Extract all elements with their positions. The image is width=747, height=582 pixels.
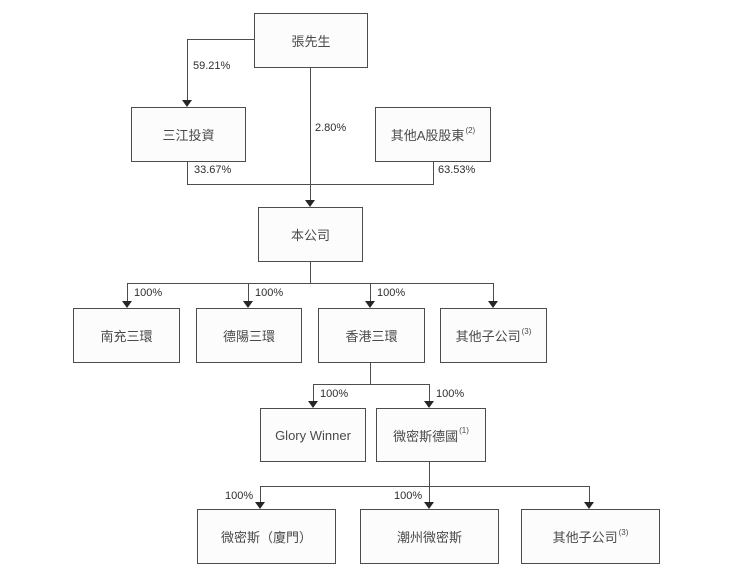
connector-line — [429, 461, 430, 487]
node-sanjiang-investment-label: 三江投資 — [162, 128, 215, 143]
connector-line — [260, 486, 261, 504]
arrow-down-icon — [243, 301, 253, 308]
connector-line — [370, 362, 371, 385]
node-hongkong-sanhuan-label: 香港三環 — [345, 329, 398, 344]
node-chaozhou-weimisi-label: 潮州微密斯 — [396, 530, 462, 545]
connector-line — [187, 161, 188, 185]
node-other-a-shareholders-label: 其他A股股東 — [390, 128, 465, 143]
node-mr-zhang: 張先生 — [254, 13, 368, 68]
ownership-label-zhang-company: 2.80% — [315, 122, 347, 134]
node-the-company-label: 本公司 — [290, 228, 330, 243]
node-the-company: 本公司 — [258, 207, 363, 262]
node-glory-winner-label: Glory Winner — [275, 427, 351, 443]
connector-line — [313, 384, 314, 403]
node-sanjiang-investment: 三江投資 — [131, 107, 246, 162]
node-other-subsidiaries-mid-label: 其他子公司 — [455, 329, 521, 344]
arrow-down-icon — [584, 502, 594, 509]
arrow-down-icon — [424, 401, 434, 408]
arrow-down-icon — [308, 401, 318, 408]
node-other-subsidiaries-bottom-label: 其他子公司 — [552, 530, 618, 545]
node-other-subsidiaries-mid: 其他子公司(3) — [440, 308, 547, 363]
footnote-marker: (3) — [521, 326, 532, 336]
connector-line — [127, 283, 128, 303]
arrow-down-icon — [365, 301, 375, 308]
ownership-label-sanjiang-company: 33.67% — [194, 164, 232, 176]
node-mr-zhang-label: 張先生 — [291, 34, 331, 49]
node-other-a-shareholders: 其他A股股東(2) — [375, 107, 491, 162]
ownership-label-hk-germany: 100% — [436, 388, 465, 400]
ownership-label-company-hongkong: 100% — [377, 287, 406, 299]
node-nanchong-sanhuan: 南充三環 — [73, 308, 180, 363]
connector-line — [248, 283, 249, 303]
ownership-label-company-nanchong: 100% — [134, 287, 163, 299]
node-hongkong-sanhuan: 香港三環 — [318, 308, 425, 363]
connector-line — [433, 161, 434, 185]
connector-line — [370, 283, 371, 303]
node-deyang-sanhuan: 德陽三環 — [196, 308, 302, 363]
connector-line — [429, 486, 430, 504]
connector-line — [313, 384, 430, 385]
ownership-label-hk-glory: 100% — [320, 388, 349, 400]
arrow-down-icon — [182, 100, 192, 107]
ownership-label-company-deyang: 100% — [255, 287, 284, 299]
ownership-label-germany-xiamen: 100% — [225, 490, 254, 502]
footnote-marker: (3) — [618, 527, 629, 537]
ownership-label-zhang-sanjiang: 59.21% — [193, 60, 231, 72]
connector-line — [310, 68, 311, 202]
connector-line — [493, 283, 494, 303]
node-glory-winner: Glory Winner — [260, 408, 366, 462]
node-nanchong-sanhuan-label: 南充三環 — [100, 329, 153, 344]
connector-line — [260, 486, 590, 487]
connector-line — [589, 486, 590, 504]
ownership-label-othera-company: 63.53% — [438, 164, 476, 176]
ownership-label-germany-chaozhou: 100% — [394, 490, 423, 502]
arrow-down-icon — [122, 301, 132, 308]
node-deyang-sanhuan-label: 德陽三環 — [222, 329, 275, 344]
node-other-subsidiaries-bottom: 其他子公司(3) — [521, 509, 660, 564]
node-weimisi-xiamen-label: 微密斯（廈門） — [220, 530, 312, 545]
node-chaozhou-weimisi: 潮州微密斯 — [360, 509, 499, 564]
connector-line — [187, 184, 434, 185]
connector-line — [187, 39, 255, 40]
arrow-down-icon — [424, 502, 434, 509]
node-weimisi-germany-label: 微密斯德國 — [393, 428, 459, 444]
connector-line — [187, 39, 188, 102]
connector-line — [429, 384, 430, 403]
node-weimisi-xiamen: 微密斯（廈門） — [197, 509, 336, 564]
footnote-marker: (2) — [465, 125, 476, 135]
arrow-down-icon — [305, 200, 315, 207]
arrow-down-icon — [255, 502, 265, 509]
footnote-marker: (1) — [459, 426, 469, 435]
node-weimisi-germany: 微密斯德國(1) — [376, 408, 486, 462]
arrow-down-icon — [488, 301, 498, 308]
connector-line — [127, 283, 494, 284]
connector-line — [310, 261, 311, 284]
